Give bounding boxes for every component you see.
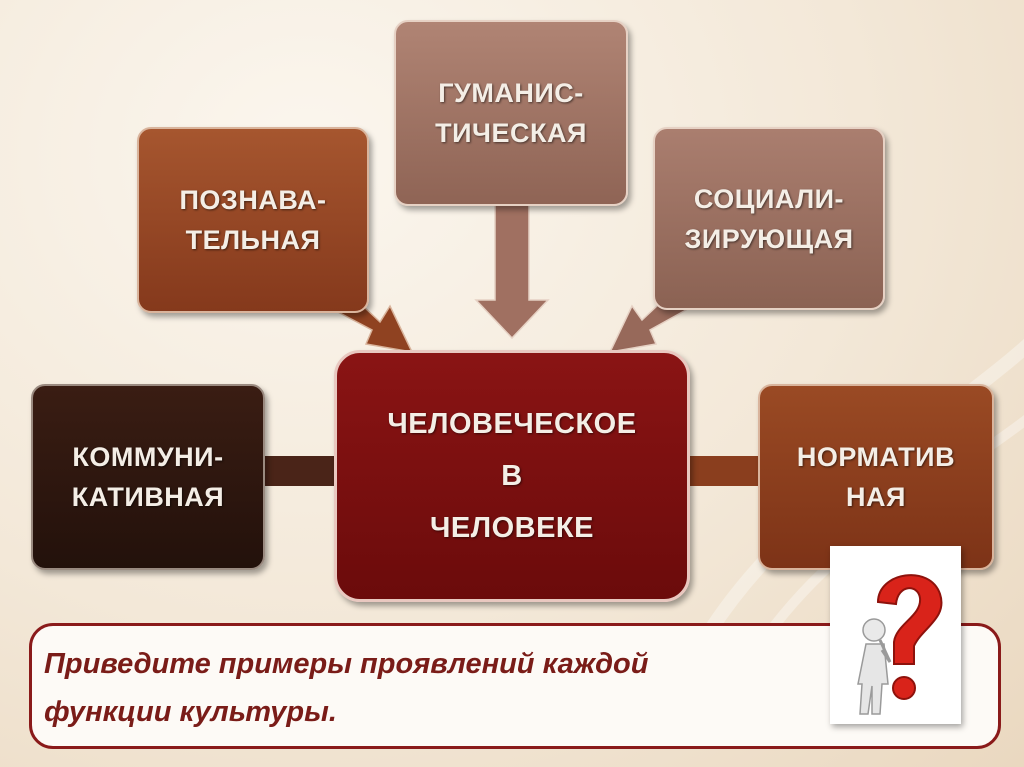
node-humanistic: ГУМАНИС- ТИЧЕСКАЯ (394, 20, 628, 206)
question-card (830, 546, 961, 724)
connector-normative (686, 456, 762, 486)
node-cognitive: ПОЗНАВА- ТЕЛЬНАЯ (137, 127, 369, 313)
connector-communicative (262, 456, 338, 486)
task-text: Приведите примеры проявлений каждой функ… (44, 648, 649, 728)
node-communicative: КОММУНИ- КАТИВНАЯ (31, 384, 265, 570)
node-normative: НОРМАТИВ НАЯ (758, 384, 994, 570)
node-socializing: СОЦИАЛИ- ЗИРУЮЩАЯ (653, 127, 885, 310)
arrow-humanistic (474, 204, 550, 340)
node-center: ЧЕЛОВЕЧЕСКОЕ В ЧЕЛОВЕКЕ (334, 350, 690, 602)
thinking-figure-question-mark-icon (857, 574, 943, 715)
